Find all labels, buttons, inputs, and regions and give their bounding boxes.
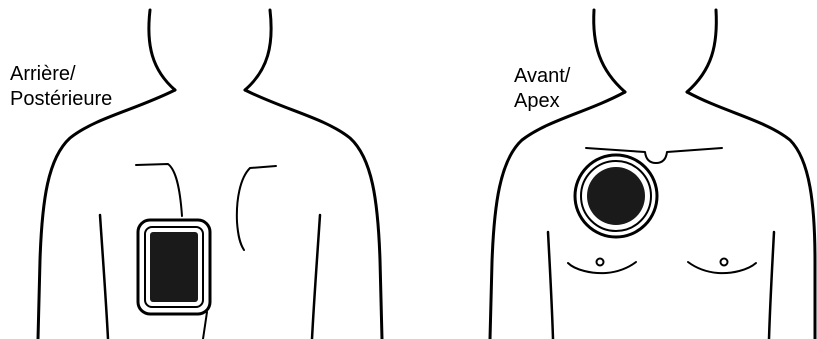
pad-gel-area: [150, 232, 198, 302]
nipple-right: [721, 259, 728, 266]
round-pad-gel-area: [587, 167, 645, 225]
posterior-label-line2: Postérieure: [10, 87, 112, 112]
anterior-shoulder-right: [687, 92, 815, 339]
anterior-label-line1: Avant/: [514, 64, 570, 89]
posterior-arm-right: [312, 215, 320, 339]
anterior-arm-right: [769, 232, 774, 339]
apex-electrode-pad: [575, 155, 657, 237]
nipple-left: [597, 259, 604, 266]
anterior-arm-left: [548, 232, 553, 339]
scapula-right: [237, 166, 276, 250]
anterior-label-line2: Apex: [514, 89, 570, 114]
anterior-neck-left: [594, 10, 625, 92]
posterior-neck-right: [245, 10, 271, 90]
posterior-neck-left: [149, 10, 175, 90]
anterior-label: Avant/ Apex: [514, 64, 570, 114]
posterior-label-line1: Arrière/: [10, 62, 112, 87]
posterior-arm-left: [100, 215, 108, 339]
posterior-electrode-pad: [138, 220, 210, 314]
anterior-neck-right: [687, 10, 716, 92]
posterior-label: Arrière/ Postérieure: [10, 62, 112, 112]
pad-lead-wire: [203, 312, 207, 339]
scapula-left: [136, 164, 182, 216]
